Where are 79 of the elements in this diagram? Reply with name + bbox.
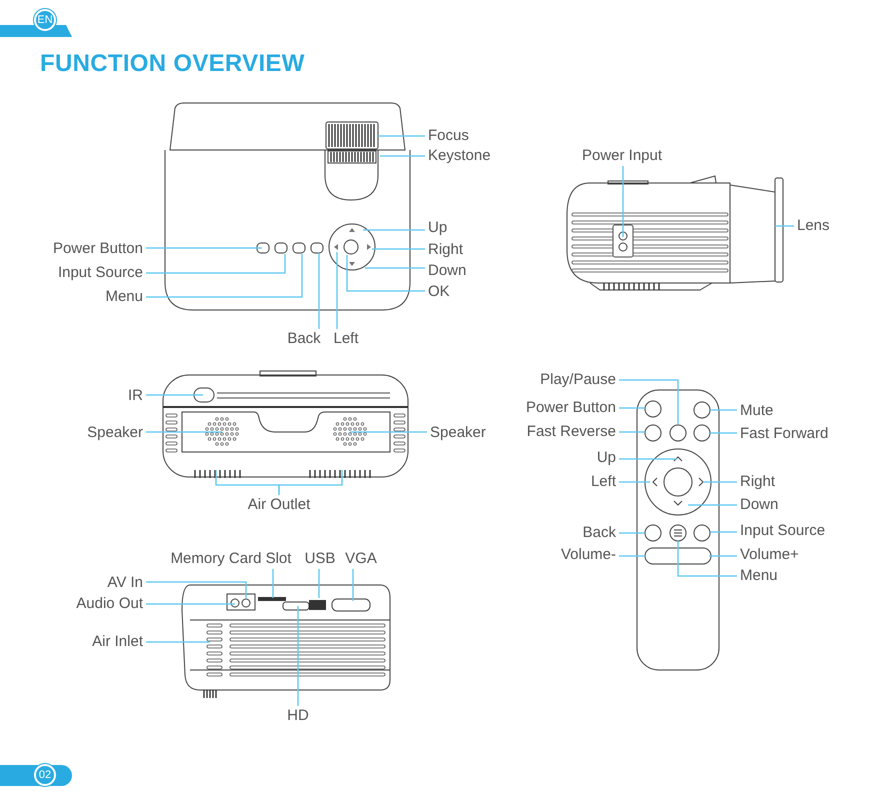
leader-line — [365, 267, 425, 269]
language-badge: EN — [34, 9, 56, 31]
leader-line — [378, 135, 425, 137]
leader-line — [710, 432, 737, 434]
part-label: Right — [428, 241, 464, 259]
part-label: Input Source — [58, 264, 143, 282]
part-label: Keystone — [428, 147, 491, 165]
part-label: Speaker — [87, 424, 143, 442]
part-label: Up — [428, 219, 448, 237]
part-label: VGA — [345, 550, 377, 568]
part-label: USB — [304, 550, 336, 568]
leader-line — [688, 504, 737, 506]
leader-line — [619, 532, 645, 534]
leader-line — [619, 555, 646, 557]
leader-line — [619, 458, 677, 460]
part-label: OK — [428, 283, 450, 301]
leader-line — [146, 431, 222, 433]
part-label: Power Input — [582, 147, 662, 165]
part-label: Mute — [740, 402, 774, 420]
leader-line — [710, 531, 737, 533]
part-label: AV In — [107, 574, 143, 592]
leader-line — [297, 606, 299, 706]
part-label: Down — [428, 262, 466, 280]
part-label: Power Button — [52, 240, 143, 258]
part-label: IR — [128, 387, 143, 405]
part-label: Air Inlet — [92, 633, 143, 651]
part-label: Menu — [740, 567, 778, 585]
leader-line — [619, 481, 650, 483]
leader-line — [703, 481, 737, 483]
leader-line — [677, 541, 737, 577]
part-label: Left — [590, 473, 616, 491]
leader-line — [272, 569, 274, 598]
part-label: Right — [740, 473, 776, 491]
page-number: 02 — [34, 764, 56, 786]
leader-line — [146, 247, 262, 249]
leader-line — [363, 229, 425, 231]
leader-line — [146, 254, 303, 298]
leader-line — [318, 569, 320, 598]
leader-line — [710, 409, 737, 411]
leader-line — [146, 641, 210, 643]
part-label: Power Button — [526, 399, 616, 417]
leader-line — [278, 470, 343, 495]
leader-line — [146, 254, 286, 274]
leader-line — [352, 569, 354, 601]
title: FUNCTION OVERVIEW — [40, 50, 305, 78]
leader-line — [146, 394, 203, 396]
part-label: Air Outlet — [248, 496, 310, 514]
part-label: Volume+ — [740, 546, 799, 564]
leader-line — [622, 166, 624, 237]
part-label: Speaker — [430, 424, 486, 442]
part-label: Input Source — [740, 522, 826, 540]
part-label: Memory Card Slot — [170, 550, 292, 568]
leader-line — [350, 431, 427, 433]
leader-line — [336, 252, 338, 329]
part-label: Up — [596, 449, 616, 467]
part-label: Play/Pause — [540, 371, 616, 389]
part-label: Back — [582, 524, 616, 542]
leader-line — [146, 581, 247, 598]
leader-line — [619, 431, 645, 433]
part-label: Fast Reverse — [526, 423, 616, 441]
part-label: Menu — [105, 288, 143, 306]
leader-line — [619, 407, 645, 409]
leader-line — [318, 253, 320, 329]
leader-line — [775, 225, 794, 227]
part-label: Fast Forward — [740, 425, 828, 443]
part-label: Down — [740, 496, 778, 514]
part-label: Left — [333, 330, 359, 348]
part-label: Volume- — [560, 546, 616, 564]
part-label: Focus — [428, 127, 469, 145]
part-label: Back — [287, 330, 321, 348]
leader-line — [146, 603, 235, 605]
leader-line — [380, 155, 425, 157]
part-label: HD — [287, 707, 309, 725]
leader-line — [709, 555, 737, 557]
leader-line — [372, 248, 425, 250]
leader-line — [346, 255, 425, 292]
part-label: Audio Out — [76, 595, 143, 613]
part-label: Lens — [797, 217, 830, 235]
leader-line — [619, 379, 679, 424]
